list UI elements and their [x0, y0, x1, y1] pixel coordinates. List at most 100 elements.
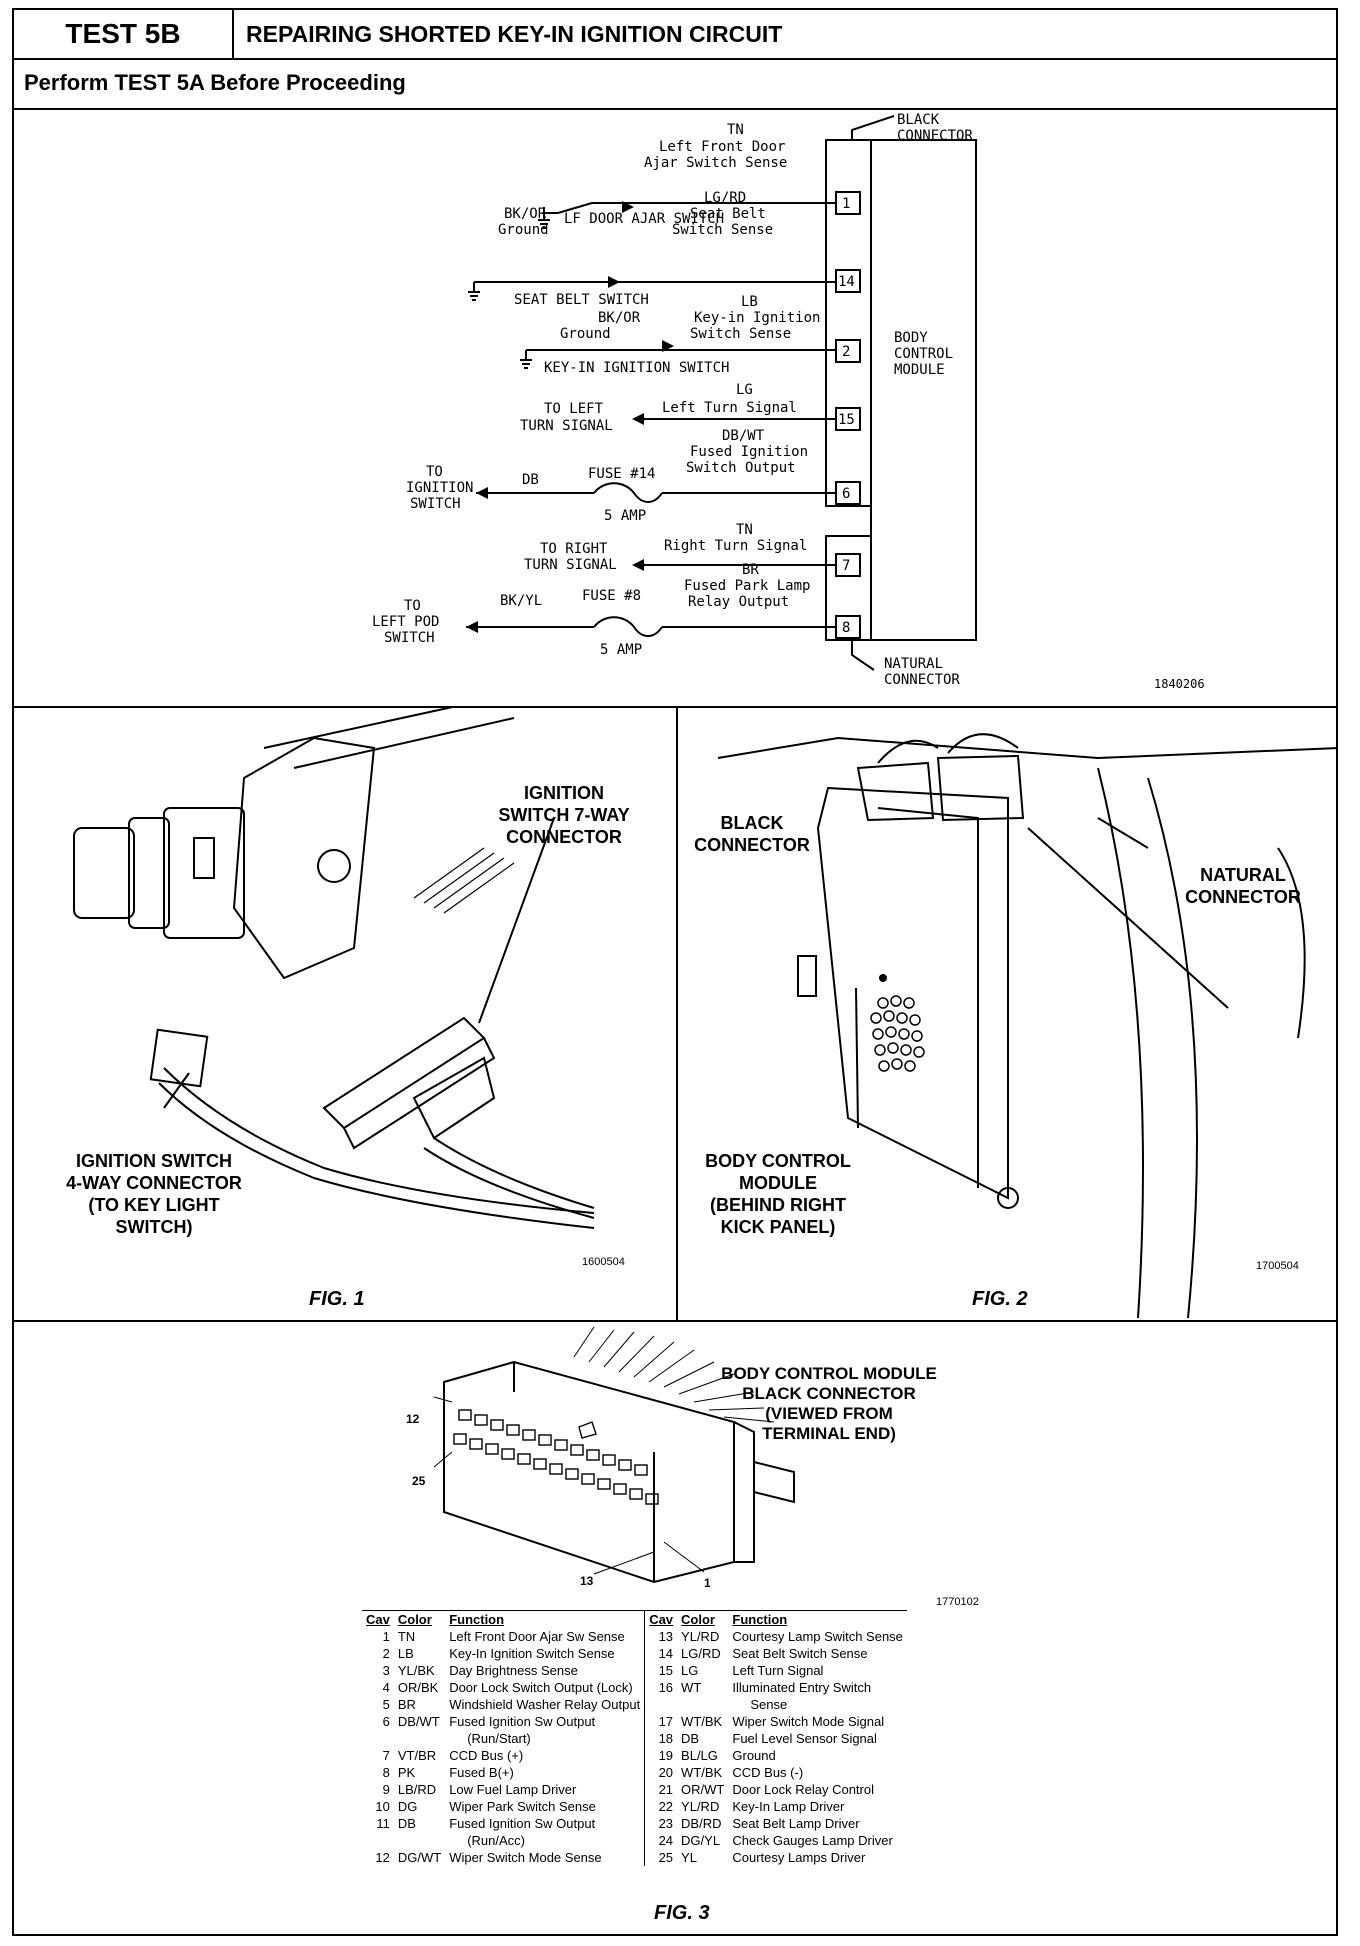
c8-wire: BK/YL — [500, 593, 542, 609]
c15-func: Left Turn Signal — [662, 400, 797, 416]
wire-color: PK — [397, 1765, 416, 1780]
cavity-number: 1 — [382, 1629, 390, 1644]
fig2-caption: FIG. 2 — [972, 1288, 1028, 1310]
wire-color: DG/WT — [397, 1850, 442, 1865]
c6-to1: TO — [426, 464, 443, 480]
page-frame: TEST 5B REPAIRING SHORTED KEY-IN IGNITIO… — [12, 8, 1339, 1936]
wire-color: DB — [681, 1731, 700, 1746]
cavity-number: 10 — [375, 1799, 390, 1814]
circuit-function: Key-In Ignition Switch Sense — [449, 1646, 615, 1661]
circuit-function: Seat Belt Switch Sense — [732, 1646, 868, 1661]
circuit-function: Day Brightness Sense — [449, 1663, 578, 1678]
cavity-number: 16 — [644, 1679, 678, 1696]
col-cav: Cav — [366, 1612, 390, 1627]
c7-func: Right Turn Signal — [664, 538, 807, 554]
cavity-number: 6 — [382, 1714, 390, 1729]
circuit-function: Windshield Washer Relay Output — [449, 1697, 641, 1712]
circuit-function: Seat Belt Lamp Driver — [732, 1816, 860, 1831]
wire-color: WT — [681, 1680, 702, 1695]
pin-8: 8 — [842, 620, 850, 636]
cavity-number: 3 — [382, 1663, 390, 1678]
cavity-number: 2 — [382, 1646, 390, 1661]
cavity-number — [362, 1730, 394, 1747]
c14-gnd: Ground — [498, 222, 549, 238]
cavity-number: 19 — [644, 1747, 678, 1764]
wire-color: DB — [397, 1816, 416, 1831]
cavity-number: 11 — [376, 1816, 390, 1831]
cavity-number: 9 — [382, 1782, 390, 1797]
c8-amp: 5 AMP — [600, 642, 642, 658]
wire-color: OR/BK — [397, 1680, 439, 1695]
cavity-number: 20 — [644, 1764, 678, 1781]
wire-color: LG — [681, 1663, 699, 1678]
wire-color: WT/BK — [681, 1714, 723, 1729]
c14-gnd-color: BK/OR — [504, 206, 547, 222]
wire-color: YL/BK — [397, 1663, 435, 1678]
page-subtitle: Perform TEST 5A Before Proceeding — [14, 58, 1336, 110]
c15-to1: TO LEFT — [544, 401, 604, 417]
c14-color: LG/RD — [704, 190, 746, 206]
circuit-function: Illuminated Entry Switch — [732, 1680, 872, 1695]
cavity-number: 21 — [644, 1781, 678, 1798]
wire-color: DG — [397, 1799, 418, 1814]
c6-color: DB/WT — [722, 428, 765, 444]
wire-color: OR/WT — [681, 1782, 725, 1797]
wire-color: DB/WT — [397, 1714, 440, 1729]
fig1-4way-label: IGNITION SWITCH 4-WAY CONNECTOR (TO KEY … — [66, 1151, 242, 1237]
header-row: TEST 5B REPAIRING SHORTED KEY-IN IGNITIO… — [14, 10, 1336, 60]
cavity-number: 12 — [375, 1850, 390, 1865]
c15-to2: TURN SIGNAL — [520, 418, 613, 434]
cavity-number: 4 — [382, 1680, 390, 1695]
circuit-function: Courtesy Lamps Driver — [732, 1850, 866, 1865]
page-title: REPAIRING SHORTED KEY-IN IGNITION CIRCUI… — [246, 20, 783, 47]
c2-gnd-color: BK/OR — [598, 310, 641, 326]
circuit-function: Wiper Switch Mode Sense — [449, 1850, 602, 1865]
c2-switch: KEY-IN IGNITION SWITCH — [544, 360, 729, 376]
col-color: Color — [397, 1612, 432, 1627]
c6-to3: SWITCH — [410, 496, 461, 512]
c6-func2: Switch Output — [686, 460, 796, 476]
pin-14: 14 — [838, 274, 855, 290]
c6-to2: IGNITION — [406, 480, 473, 496]
c1-func2: Ajar Switch Sense — [644, 155, 787, 171]
fig3-panel: BODY CONTROL MODULE BLACK CONNECTOR (VIE… — [14, 1322, 1336, 1934]
c1-func1: Left Front Door — [659, 139, 785, 155]
circuit-function: Low Fuel Lamp Driver — [449, 1782, 577, 1797]
fig3-connector-illustration — [433, 1326, 795, 1584]
circuit-function: (Run/Start) — [467, 1731, 531, 1746]
fig2-panel: BLACK CONNECTOR NATURAL CONNECTOR BODY C… — [678, 708, 1339, 1322]
c7-color: TN — [736, 522, 753, 538]
wire-color: WT/BK — [681, 1765, 723, 1780]
wire-color: DB/RD — [681, 1816, 722, 1831]
circuit-function: Wiper Park Switch Sense — [449, 1799, 596, 1814]
wire-color — [677, 1696, 728, 1713]
bcm-body — [870, 139, 977, 641]
fig2-id: 1700504 — [1256, 1260, 1299, 1272]
wire-color: BL/LG — [681, 1748, 718, 1763]
c8-to1: TO — [404, 598, 421, 614]
fig3-pin13: 13 — [580, 1574, 594, 1588]
pin-6: 6 — [842, 486, 850, 502]
wire-color: TN — [397, 1629, 416, 1644]
pin-7: 7 — [842, 558, 850, 574]
test-id: TEST 5B — [14, 10, 234, 58]
circuit-function: Courtesy Lamp Switch Sense — [732, 1629, 903, 1644]
c6-fuse: FUSE #14 — [588, 466, 655, 482]
wire-color: LB — [397, 1646, 414, 1661]
fig3-title: BODY CONTROL MODULE BLACK CONNECTOR (VIE… — [721, 1364, 937, 1443]
cavity-table-header: Cav Color Function Cav Color Function — [362, 1611, 907, 1628]
pin-1: 1 — [842, 196, 850, 212]
circuit-function: Door Lock Switch Output (Lock) — [449, 1680, 633, 1695]
fig1-panel: IGNITION SWITCH 7-WAY CONNECTOR IGNITION… — [14, 697, 678, 1322]
wire-color: BR — [397, 1697, 416, 1712]
wire-color: VT/BR — [397, 1748, 437, 1763]
fig1-illustration — [73, 697, 595, 1229]
circuit-function: Ground — [732, 1748, 776, 1763]
